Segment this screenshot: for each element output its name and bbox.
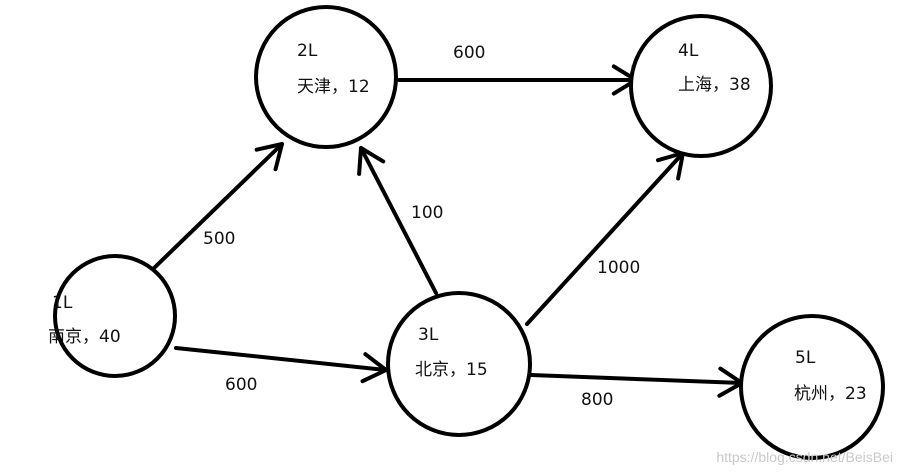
node-city-label: 上海，38 [678, 75, 751, 95]
node-city-label: 天津，12 [297, 77, 370, 97]
node-id-label: 1L [52, 293, 73, 313]
nodes-group: 1L 南京，40 2L 天津，12 3L 北京，15 4L 上海，38 5L 杭州，23 [48, 5, 885, 460]
edge-weight-2L-4L: 600 [453, 43, 485, 63]
arrowhead-1L-2L [254, 142, 284, 172]
edge-3L-2L [359, 146, 438, 295]
node-circle-4L [629, 14, 773, 158]
edges-group [150, 64, 744, 398]
arrowhead-1L-3L [360, 352, 388, 384]
node-id-label: 2L [297, 41, 318, 61]
edge-3L-5L [529, 373, 744, 385]
node-city-label: 北京，15 [415, 360, 488, 380]
edge-weight-1L-3L: 600 [225, 375, 257, 395]
edge-weight-3L-2L: 100 [411, 203, 443, 223]
node-circle-1L [53, 254, 177, 378]
node-id-label: 5L [795, 348, 816, 368]
node-circle-5L [739, 314, 885, 460]
arrowhead-3L-2L [357, 146, 386, 176]
node-2L: 2L 天津，12 [254, 5, 398, 149]
node-circle-3L [386, 291, 532, 437]
node-city-label: 杭州，23 [794, 384, 867, 404]
node-3L: 3L 北京，15 [386, 291, 532, 437]
node-city-label: 南京，40 [48, 327, 121, 347]
node-5L: 5L 杭州，23 [739, 314, 885, 460]
node-circle-2L [254, 5, 398, 149]
edge-1L-3L [174, 346, 388, 372]
node-id-label: 4L [678, 41, 699, 61]
edge-1L-2L [150, 142, 284, 272]
edge-weight-3L-5L: 800 [581, 390, 613, 410]
edge-labels-group: 500 600 600 100 1000 800 [203, 43, 640, 410]
watermark-text: https://blog.csdn.net/BeisBei [716, 449, 893, 465]
node-4L: 4L 上海，38 [629, 14, 773, 158]
node-id-label: 3L [418, 325, 439, 345]
edge-weight-3L-4L: 1000 [597, 258, 640, 278]
node-1L: 1L 南京，40 [48, 254, 177, 378]
edge-weight-1L-2L: 500 [203, 229, 235, 249]
edge-3L-4L [525, 151, 685, 326]
